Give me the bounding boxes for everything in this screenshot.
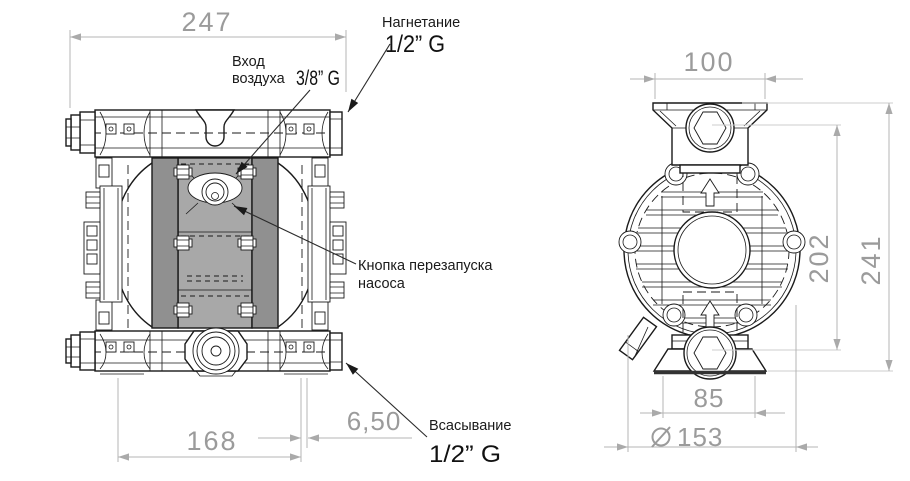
restart-label-line1: Кнопка перезапуска: [358, 258, 493, 274]
air-exhaust-muffler: [618, 316, 658, 361]
dimension-overall-height: 241: [742, 102, 893, 372]
corner-block-top-right: [279, 111, 329, 156]
flow-up-arrow-icon-top: [700, 178, 720, 207]
dimension-overall-width: 247: [69, 7, 347, 108]
bottom-manifold: [65, 327, 344, 377]
callouts: Вход воздуха 3/8” G Нагнетание 1/2” G Кн…: [232, 15, 511, 468]
dim-overall-width-value: 247: [181, 7, 232, 37]
center-body: [151, 157, 279, 329]
leader-arrow-icon: [236, 161, 248, 174]
dim-foot-span-value: 168: [186, 426, 237, 456]
side-view: [618, 102, 806, 380]
panel-bolts: [173, 164, 257, 318]
discharge-port-flange: [329, 111, 343, 156]
center-port-circle: [677, 215, 747, 285]
discharge-label: Нагнетание: [382, 15, 460, 31]
diameter-symbol-icon: [651, 426, 671, 448]
suction-callout: Всасывание 1/2” G: [345, 362, 511, 468]
front-view: [65, 109, 347, 377]
air-inlet-callout: Вход воздуха 3/8” G: [232, 54, 340, 175]
dimension-housing-diameter: 153: [604, 305, 818, 452]
discharge-hex-plug: [693, 111, 727, 145]
dimension-flange-width: 100: [630, 47, 803, 99]
bottom-assembly: [618, 291, 768, 380]
leader-arrow-icon: [346, 363, 359, 375]
corner-block-top-left: [99, 111, 151, 156]
dimension-offset: 6,50: [258, 406, 412, 442]
corner-block-bottom-left: [99, 333, 151, 375]
suction-port-flange: [329, 332, 343, 371]
dim-port-distance-value: 202: [804, 232, 834, 283]
rim-bolts: [618, 162, 806, 327]
dim-housing-diameter-value: 153: [677, 422, 723, 452]
dim-foot-width-value: 85: [694, 383, 725, 413]
left-clamp-band: [83, 157, 123, 331]
suction-label: Всасывание: [429, 418, 511, 434]
dimensions: 247 168 6,50 100 202 241: [69, 7, 893, 462]
dim-offset-value: 6,50: [347, 406, 402, 436]
discharge-size: 1/2” G: [385, 31, 445, 58]
suction-hex-plug: [693, 336, 727, 370]
air-inlet-label-line2: воздуха: [232, 71, 286, 87]
restart-label-line2: насоса: [358, 276, 406, 292]
dimension-port-distance: 202: [712, 124, 841, 351]
leader-arrow-icon: [234, 206, 248, 216]
dim-flange-width-value: 100: [683, 47, 734, 77]
air-funnel: [194, 109, 236, 147]
top-flange: [652, 102, 768, 213]
top-manifold: [65, 109, 344, 158]
flow-up-arrow-icon-bottom: [700, 300, 720, 329]
dimension-foot-width: 85: [640, 376, 785, 418]
hex-plug-bottom-left: [65, 331, 96, 371]
restart-button: [185, 169, 245, 215]
air-inlet-size: 3/8” G: [296, 67, 340, 90]
suction-size: 1/2” G: [429, 441, 501, 468]
drain-port: [184, 327, 248, 377]
air-inlet-label-line1: Вход: [232, 54, 265, 70]
hex-plug-top-left: [65, 111, 96, 154]
discharge-callout: Нагнетание 1/2” G: [347, 15, 460, 113]
dim-overall-height-value: 241: [856, 234, 886, 285]
corner-block-bottom-right: [279, 333, 329, 375]
restart-button-callout: Кнопка перезапуска насоса: [233, 205, 493, 292]
dimension-foot-span: 168: [117, 378, 308, 462]
right-clamp-band: [307, 157, 347, 331]
leader-arrow-icon: [348, 98, 359, 112]
